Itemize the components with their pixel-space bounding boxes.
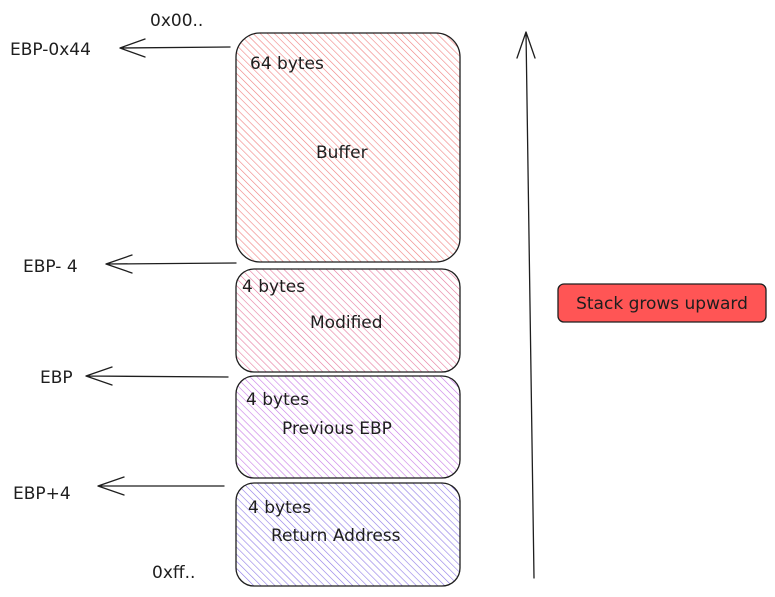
address-top: 0x00.. xyxy=(150,11,203,31)
block-modified: 4 bytes Modified xyxy=(235,268,461,373)
stack-grows-note: Stack grows upward xyxy=(557,283,767,323)
block-size: 4 bytes xyxy=(242,277,305,297)
pointer-label: EBP-0x44 xyxy=(10,40,91,60)
block-buffer: 64 bytes Buffer xyxy=(235,32,461,263)
block-name: Return Address xyxy=(271,526,401,546)
block-name: Buffer xyxy=(316,143,368,163)
arrow-up-icon xyxy=(516,31,536,579)
arrow-left-icon xyxy=(97,476,225,496)
pointer-ebp-minus-4: EBP- 4 xyxy=(23,254,237,277)
address-bottom: 0xff.. xyxy=(152,563,195,583)
block-size: 4 bytes xyxy=(248,498,311,518)
block-size: 4 bytes xyxy=(246,390,309,410)
note-label: Stack grows upward xyxy=(576,294,748,314)
pointer-ebp: EBP xyxy=(40,366,229,388)
block-name: Previous EBP xyxy=(282,419,392,439)
pointer-label: EBP+4 xyxy=(13,484,71,504)
block-size: 64 bytes xyxy=(250,54,324,74)
arrow-left-icon xyxy=(105,254,237,274)
arrow-left-icon xyxy=(119,38,231,58)
pointer-ebp-0x44: EBP-0x44 xyxy=(10,38,231,60)
block-name: Modified xyxy=(310,313,383,333)
pointer-ebp-plus-4: EBP+4 xyxy=(13,476,225,504)
block-return-address: 4 bytes Return Address xyxy=(235,482,461,587)
pointer-label: EBP- 4 xyxy=(23,257,78,277)
block-previous-ebp: 4 bytes Previous EBP xyxy=(235,375,461,479)
pointer-label: EBP xyxy=(40,368,73,388)
arrow-left-icon xyxy=(85,366,229,386)
